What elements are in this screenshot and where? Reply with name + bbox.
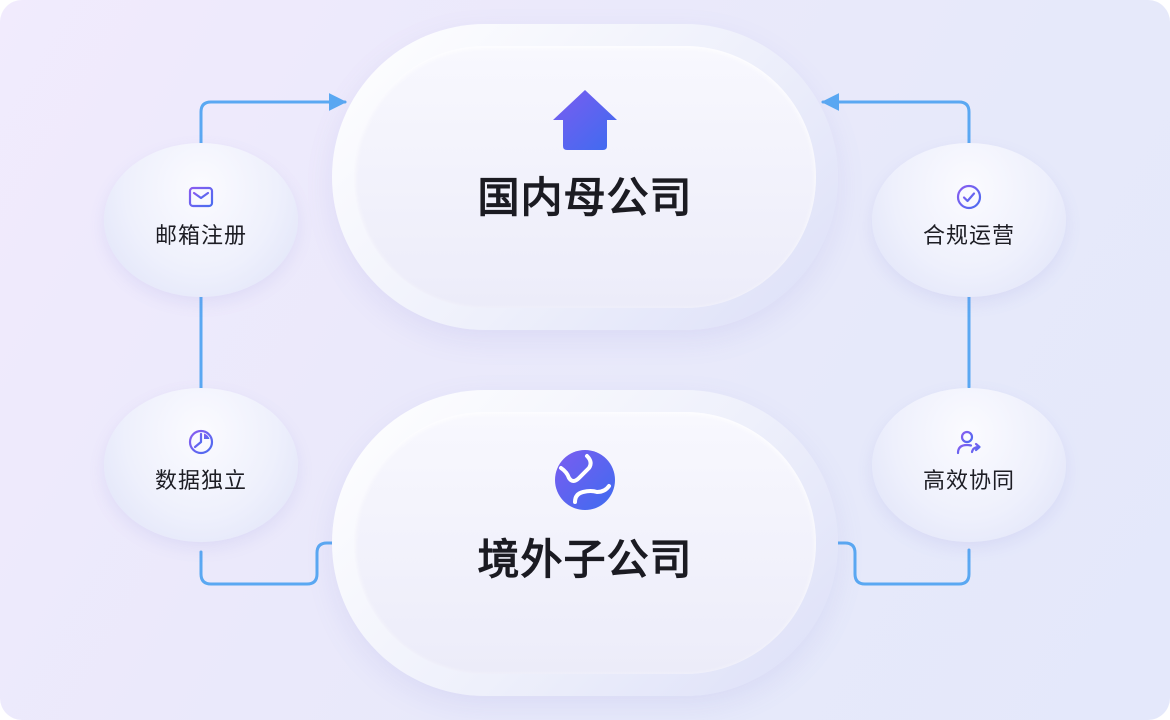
- subsidiary-title: 境外子公司: [477, 535, 693, 584]
- parent-company-node: 国内母公司: [332, 24, 838, 330]
- feature-data-independence: 数据独立: [104, 388, 298, 542]
- feature-compliance: 合规运营: [872, 143, 1066, 297]
- feature-data-label: 数据独立: [154, 469, 247, 494]
- feature-compliance-label: 合规运营: [922, 224, 1015, 249]
- feature-collaboration-label: 高效协同: [922, 469, 1015, 494]
- user-share-icon: [956, 430, 981, 455]
- parent-company-title: 国内母公司: [477, 173, 693, 222]
- subsidiary-node: 境外子公司: [332, 390, 838, 696]
- connector-subsidiary-to-collab: [836, 541, 971, 586]
- feature-collaboration: 高效协同: [872, 388, 1066, 542]
- connector-data-to-subsidiary: [199, 541, 336, 586]
- feature-email-label: 邮箱注册: [154, 224, 247, 249]
- globe-icon: [555, 450, 615, 510]
- connector-compliance-to-parent: [821, 93, 971, 145]
- connector-email-to-parent: [199, 93, 347, 145]
- house-icon: [553, 90, 617, 150]
- feature-email-registration: 邮箱注册: [104, 143, 298, 297]
- check-circle-icon: [956, 184, 982, 210]
- pie-chart-icon: [188, 429, 214, 455]
- envelope-icon: [188, 186, 214, 208]
